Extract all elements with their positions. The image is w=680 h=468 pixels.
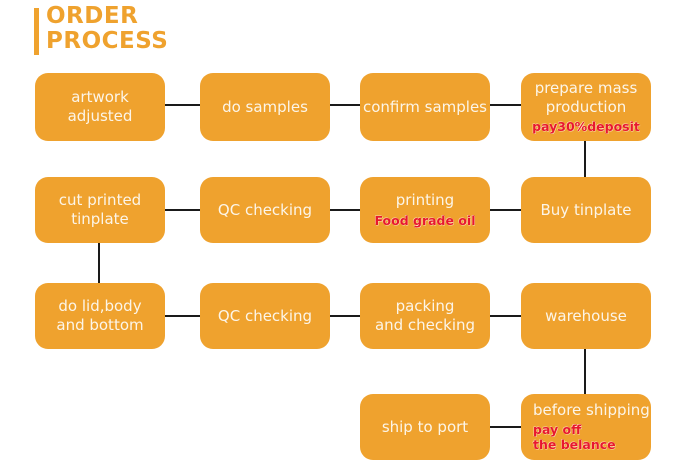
node-label-line: confirm samples (362, 97, 487, 116)
node-label-line: Buy tinplate (540, 200, 632, 219)
connector-col4-row1-row2 (584, 139, 586, 179)
connector-row1-b (329, 104, 361, 106)
node-label-line: cut printed (58, 191, 142, 210)
flow-node-artwork-adjusted: artwork adjusted (35, 73, 165, 141)
node-label-line: QC checking (217, 306, 313, 325)
flow-node-buy-tinplate: Buy tinplate (521, 177, 651, 243)
connector-row3-b (329, 315, 361, 317)
connector-row3-a (164, 315, 201, 317)
flow-node-do-lid-body-bottom: do lid,body and bottom (35, 283, 165, 349)
node-label-line: before shipping (533, 401, 650, 419)
connector-col4-row3-row4 (584, 348, 586, 396)
connector-row2-a (164, 209, 201, 211)
flow-node-printing: printing Food grade oil (360, 177, 490, 243)
title-line-2: PROCESS (46, 28, 169, 55)
node-label-line: and checking (374, 316, 476, 334)
flow-node-before-shipping: before shipping pay off the belance (521, 394, 651, 460)
flow-node-warehouse: warehouse (521, 283, 651, 349)
connector-row3-c (489, 315, 522, 317)
node-label-line: adjusted (67, 107, 133, 125)
flow-node-cut-printed-tinplate: cut printed tinplate (35, 177, 165, 243)
flow-node-ship-to-port: ship to port (360, 394, 490, 460)
flow-node-confirm-samples: confirm samples (360, 73, 490, 141)
node-note-the-belance: the belance (533, 437, 616, 453)
flow-node-do-samples: do samples (200, 73, 330, 141)
node-note-pay-off: pay off (533, 421, 582, 437)
connector-row1-a (164, 104, 201, 106)
title-line-1: ORDER (46, 3, 139, 29)
title-accent-bar (34, 8, 39, 55)
node-note-food-grade-oil: Food grade oil (374, 213, 476, 229)
connector-row1-c (489, 104, 522, 106)
node-label-line: printing (395, 191, 455, 210)
connector-col1-row2-row3 (98, 242, 100, 285)
node-label-line: artwork (71, 88, 129, 107)
connector-row2-c (489, 209, 522, 211)
node-label-line: do samples (222, 97, 308, 116)
page-title-text: ORDER PROCESS (46, 3, 169, 55)
connector-row4-a (489, 426, 522, 428)
node-label-line: warehouse (545, 306, 627, 325)
connector-row2-b (329, 209, 361, 211)
node-label-line: QC checking (217, 200, 313, 219)
flow-node-packing-and-checking: packing and checking (360, 283, 490, 349)
node-label-line: do lid,body (58, 297, 142, 316)
node-label-line: production (545, 97, 627, 116)
node-label-line: prepare mass (534, 78, 638, 97)
node-label-line: ship to port (381, 417, 469, 436)
node-label-line: and bottom (56, 316, 144, 334)
flow-node-qc-checking-1: QC checking (200, 177, 330, 243)
page-title: ORDER PROCESS (34, 3, 169, 55)
node-label-line: tinplate (71, 210, 129, 228)
node-label-line: packing (395, 297, 455, 316)
flow-node-prepare-mass-production: prepare mass production pay30%deposit (521, 73, 651, 141)
flow-node-qc-checking-2: QC checking (200, 283, 330, 349)
node-note-pay-deposit: pay30%deposit (532, 119, 640, 135)
